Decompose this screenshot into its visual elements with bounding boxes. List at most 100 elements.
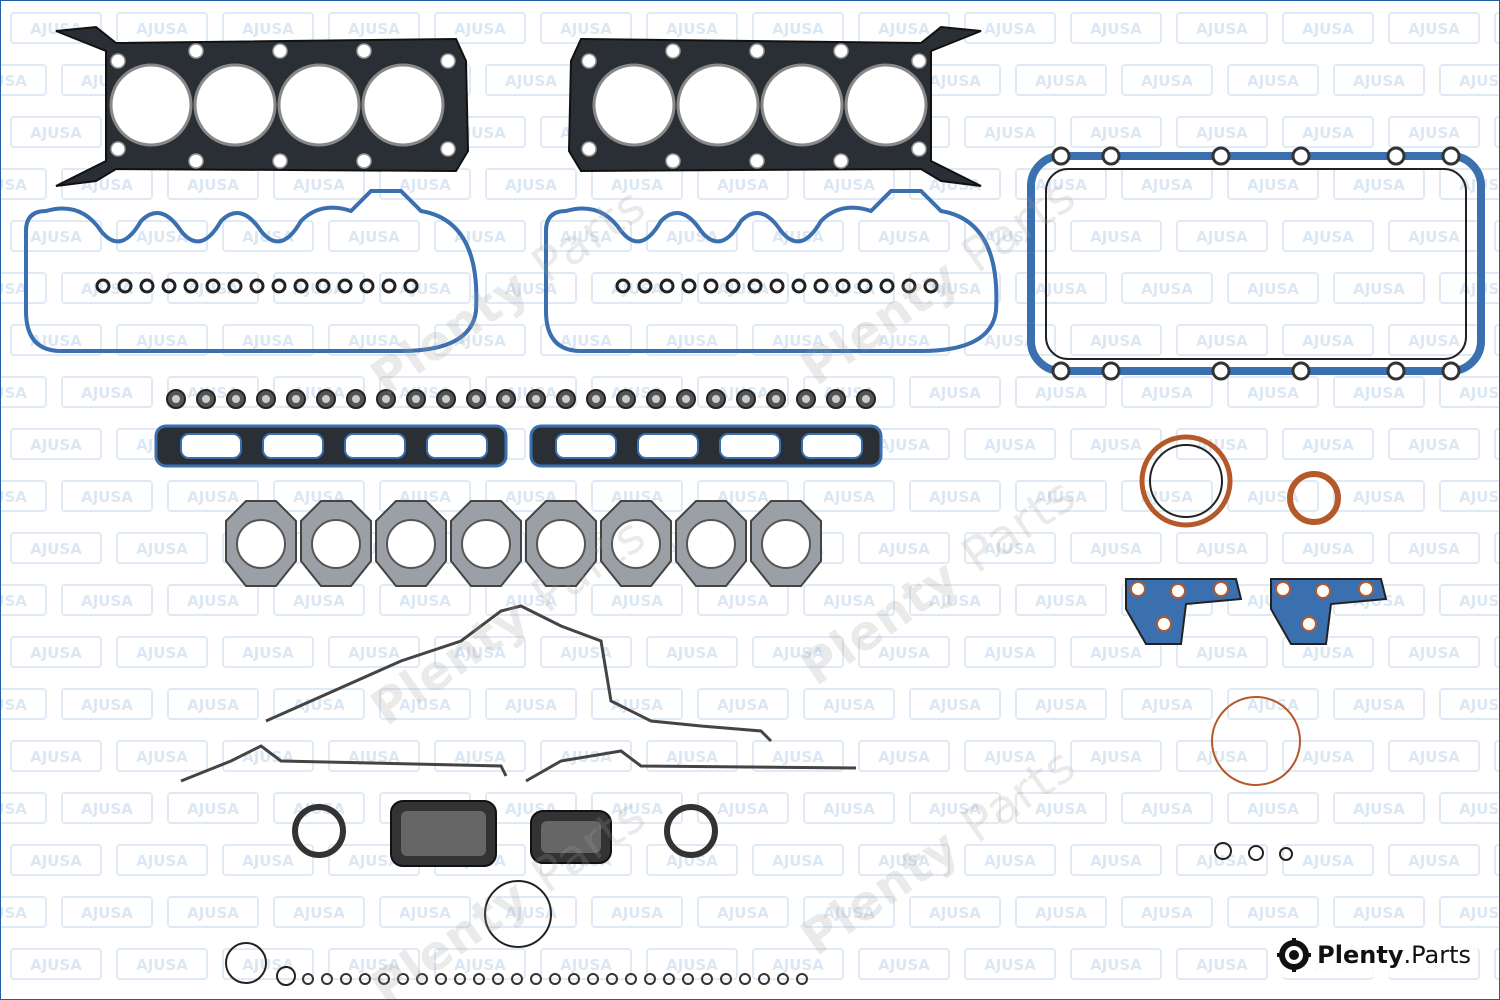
- brand-tile: AJUSA: [803, 896, 895, 928]
- tile-frame: [1494, 116, 1499, 148]
- tile-frame: [10, 844, 102, 876]
- brand-tile: AJUSA: [485, 896, 577, 928]
- tiny-o-ring: [397, 973, 409, 985]
- brand-tile: AJUSA: [1439, 168, 1499, 200]
- tile-frame: [379, 272, 471, 304]
- brand-tile: AJUSA: [1227, 168, 1319, 200]
- exhaust-gasket: [300, 500, 372, 587]
- tiny-o-ring: [454, 973, 466, 985]
- brand-tile: AJUSA: [434, 12, 526, 44]
- brand-tile: AJUSA: [1282, 220, 1374, 252]
- tile-frame: [964, 12, 1056, 44]
- tile-frame: [1333, 792, 1425, 824]
- exhaust-port: [611, 519, 661, 569]
- tile-frame: [858, 844, 950, 876]
- bolt-hole: [440, 53, 456, 69]
- tile-frame: [328, 636, 420, 668]
- tile-text: AJUSA: [1141, 800, 1193, 818]
- tile-frame: [1015, 168, 1107, 200]
- tile-frame: [1176, 740, 1268, 772]
- tile-frame: [752, 324, 844, 356]
- tile-frame: [485, 688, 577, 720]
- brand-tile: AJUSA: [858, 948, 950, 980]
- tile-text: AJUSA: [242, 332, 294, 350]
- tile-text: AJUSA: [187, 176, 239, 194]
- brand-tile: AJUSA: [591, 688, 683, 720]
- spark-seal: [161, 278, 177, 294]
- tile-text: AJUSA: [30, 436, 82, 454]
- tile-text: AJUSA: [1302, 540, 1354, 558]
- tile-frame: [858, 532, 950, 564]
- tile-text: AJUSA: [1302, 124, 1354, 142]
- tile-frame: [10, 948, 102, 980]
- brand-tile: AJUSA: [1176, 532, 1268, 564]
- tile-text: AJUSA: [666, 852, 718, 870]
- tile-text: AJUSA: [136, 20, 188, 38]
- tile-text: AJUSA: [1302, 332, 1354, 350]
- brand-tile: AJUSA: [167, 168, 259, 200]
- bolt-hole: [272, 43, 288, 59]
- brand-tile: AJUSA: [1121, 688, 1213, 720]
- tile-frame: [1388, 428, 1480, 460]
- valve-stem-seal-center: [442, 395, 450, 403]
- tiny-o-ring: [587, 973, 599, 985]
- tile-frame: [1015, 584, 1107, 616]
- intake-port: [555, 433, 617, 459]
- tile-frame: [1282, 428, 1374, 460]
- brand-tile: AJUSA: [1176, 324, 1268, 356]
- brand-tile: AJUSA: [167, 896, 259, 928]
- tile-text: AJUSA: [823, 800, 875, 818]
- tile-frame: [1494, 636, 1499, 668]
- brand-tile: AJUSA: [646, 740, 738, 772]
- tile-frame: [803, 688, 895, 720]
- bolt-tab: [1291, 146, 1311, 166]
- tile-frame: [858, 948, 950, 980]
- tile-frame: [1, 64, 47, 96]
- tile-frame: [964, 116, 1056, 148]
- tile-text: AJUSA: [454, 748, 506, 766]
- tile-text: AJUSA: [1247, 800, 1299, 818]
- bolt-hole: [440, 141, 456, 157]
- brand-tile: AJUSA: [1015, 584, 1107, 616]
- tile-frame: [167, 688, 259, 720]
- tile-frame: [434, 636, 526, 668]
- tile-text: AJUSA: [1408, 852, 1460, 870]
- brand-tile: AJUSA: [1494, 636, 1499, 668]
- tile-frame: [1121, 272, 1213, 304]
- brand-tile: AJUSA: [540, 220, 632, 252]
- tile-text: AJUSA: [30, 956, 82, 974]
- bolt-hole: [188, 153, 204, 169]
- brand-tile: AJUSA: [697, 272, 789, 304]
- tile-text: AJUSA: [717, 592, 769, 610]
- brand-tile: AJUSA: [167, 480, 259, 512]
- valve-stem-seal-center: [382, 395, 390, 403]
- tile-frame: [273, 896, 365, 928]
- tile-text: AJUSA: [560, 332, 612, 350]
- valve-stem-seal-center: [532, 395, 540, 403]
- brand-tile: AJUSA: [10, 220, 102, 252]
- tile-frame: [1176, 948, 1268, 980]
- large-o-ring: [1211, 696, 1301, 786]
- brand-tile: AJUSA: [964, 324, 1056, 356]
- brand-tile: AJUSA: [485, 64, 577, 96]
- tile-text: AJUSA: [611, 176, 663, 194]
- tile-frame: [1494, 12, 1499, 44]
- brand-tile: AJUSA: [752, 12, 844, 44]
- tile-text: AJUSA: [1353, 904, 1405, 922]
- brand-tile: AJUSA: [167, 792, 259, 824]
- tile-text: AJUSA: [399, 904, 451, 922]
- valve-stem-seal-center: [862, 395, 870, 403]
- intake-port: [719, 433, 781, 459]
- tile-text: AJUSA: [1196, 540, 1248, 558]
- tile-text: AJUSA: [984, 852, 1036, 870]
- brand-tile: AJUSA: [1121, 896, 1213, 928]
- cylinder-bore: [760, 63, 844, 147]
- tile-text: AJUSA: [293, 904, 345, 922]
- brand-tile: AJUSA: [61, 688, 153, 720]
- exhaust-gasket: [600, 500, 672, 587]
- tile-text: AJUSA: [1035, 488, 1087, 506]
- tile-text: AJUSA: [1247, 280, 1299, 298]
- tile-text: AJUSA: [399, 280, 451, 298]
- exhaust-gasket: [750, 500, 822, 587]
- brand-tile: AJUSA: [10, 116, 102, 148]
